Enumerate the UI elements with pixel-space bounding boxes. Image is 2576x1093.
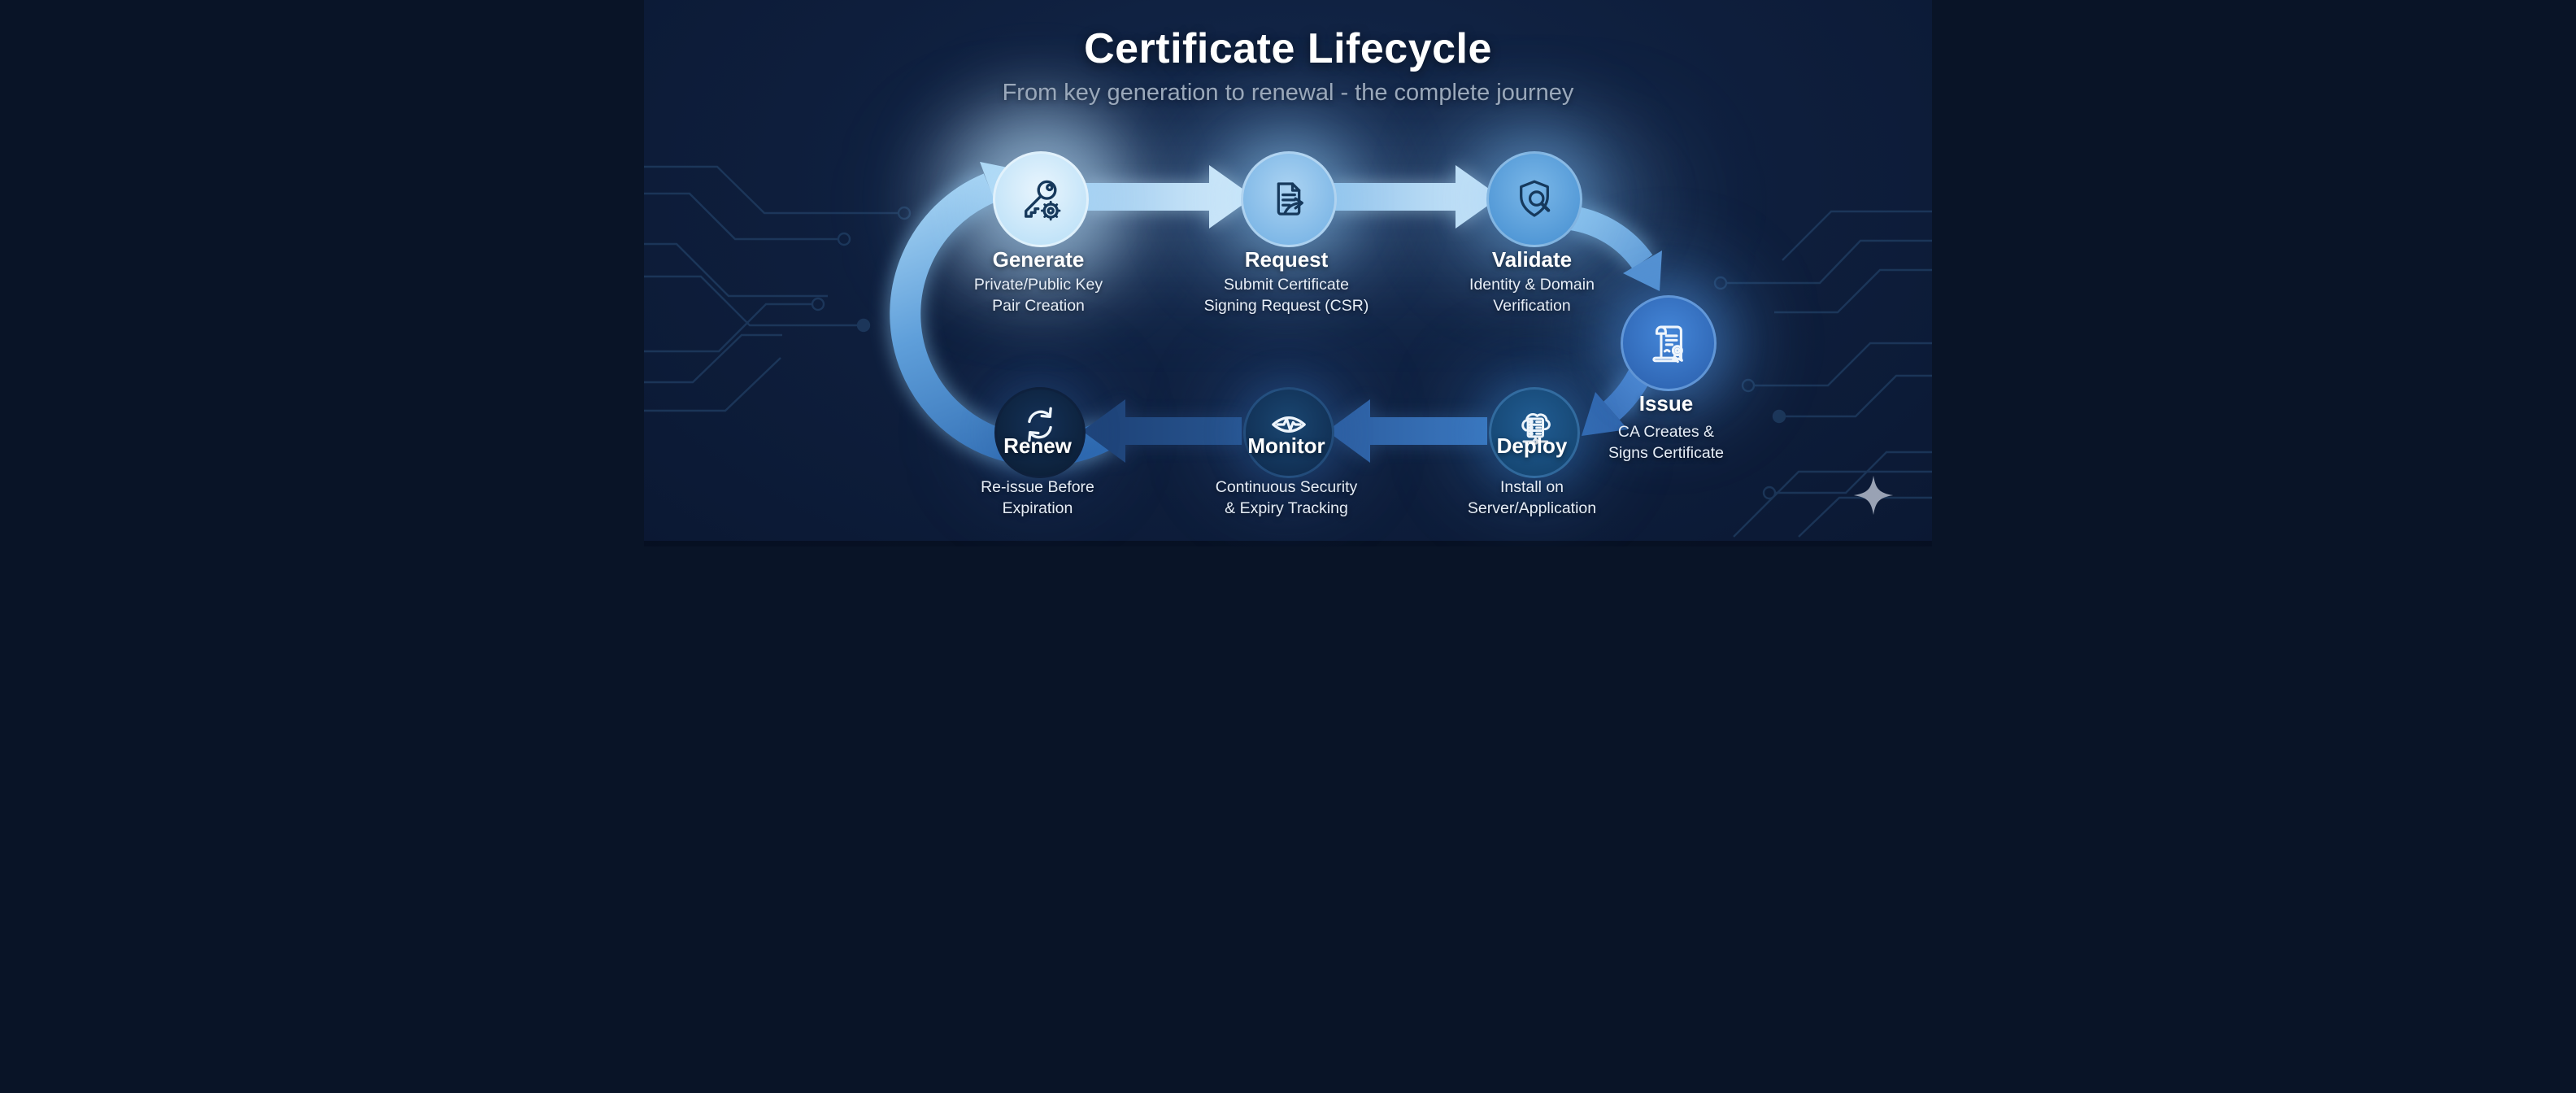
cloud-server-icon: [1521, 413, 1551, 445]
circuit-traces-right: [1713, 210, 1932, 538]
page-title: Certificate Lifecycle: [1084, 25, 1492, 72]
stage-description: CA Creates & Signs Certificate: [1608, 423, 1724, 462]
stage-description: Re-issue Before Expiration: [981, 478, 1094, 517]
certificate-scroll-icon: [1652, 325, 1683, 364]
four-point-star-icon: [1853, 475, 1894, 516]
stage-circle: [1621, 295, 1717, 391]
stage-label: Renew: [1003, 433, 1072, 458]
arrow-request-to-validate: [1331, 165, 1500, 229]
stage-circle: [994, 387, 1086, 478]
stage-label: Issue: [1638, 391, 1694, 416]
stage-label: Validate: [1491, 247, 1573, 272]
stage-circle: [1241, 151, 1337, 247]
stage-circle: [1486, 151, 1582, 247]
eye-pulse-icon: [1272, 416, 1306, 433]
stage-description: Identity & Domain Verification: [1469, 276, 1595, 315]
stage-label: Request: [1244, 247, 1329, 272]
stage-label: Generate: [992, 247, 1085, 272]
stage-label: Deploy: [1496, 433, 1568, 458]
key-gear-icon: [1025, 180, 1061, 221]
page-subtitle: From key generation to renewal - the com…: [1002, 80, 1574, 106]
stage-description: Submit Certificate Signing Request (CSR): [1203, 276, 1369, 315]
stage-description: Continuous Security & Expiry Tracking: [1215, 478, 1358, 517]
document-send-icon: [1277, 182, 1303, 216]
stage-circle: [993, 151, 1089, 247]
stage-description: Install on Server/Application: [1467, 478, 1597, 517]
stage-label: Monitor: [1247, 433, 1325, 458]
circuit-traces-left: [644, 165, 912, 412]
arrow-generate-to-request: [1086, 165, 1254, 229]
stage-circle: [1243, 387, 1334, 478]
stage-circle: [1489, 387, 1580, 478]
shield-search-icon: [1520, 180, 1551, 217]
certificate-lifecycle-diagram: Certificate Lifecycle From key generatio…: [644, 0, 1932, 546]
stage-description: Private/Public Key Pair Creation: [973, 276, 1103, 315]
